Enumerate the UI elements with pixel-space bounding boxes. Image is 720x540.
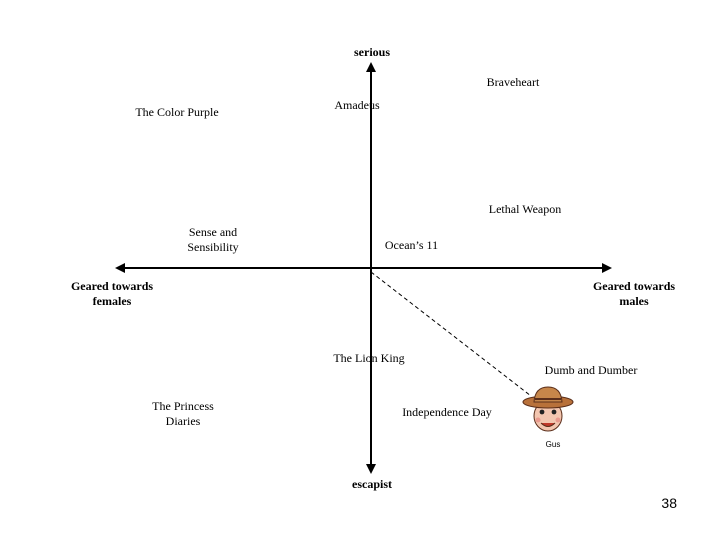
axis-label-females: Geared towards females <box>70 279 154 308</box>
movie-dumb-and-dumber: Dumb and Dumber <box>544 363 638 377</box>
movie-braveheart: Braveheart <box>486 75 540 89</box>
page-number: 38 <box>661 495 677 511</box>
axis-label-males: Geared towards males <box>592 279 676 308</box>
movie-lethal-weapon: Lethal Weapon <box>488 202 562 216</box>
sense-line-2: Sensibility <box>187 240 239 254</box>
axis-label-escapist: escapist <box>352 477 392 491</box>
movie-amadeus: Amadeus <box>334 98 380 112</box>
movie-color-purple: The Color Purple <box>135 105 219 119</box>
movie-princess-diaries: The Princess Diaries <box>138 399 228 429</box>
cowboy-avatar-icon <box>522 386 574 432</box>
movie-sense-and-sensibility: Sense and Sensibility <box>173 225 253 255</box>
user-name-label: Gus <box>545 440 561 449</box>
dashed-preference-line <box>370 271 532 397</box>
princess-line-1: The Princess <box>152 399 214 413</box>
movie-oceans-11: Ocean’s 11 <box>384 238 439 252</box>
movie-lion-king: The Lion King <box>333 351 405 365</box>
movie-independence-day: Independence Day <box>402 405 492 419</box>
axis-label-serious: serious <box>354 45 390 59</box>
sense-line-1: Sense and <box>188 225 238 239</box>
princess-line-2: Diaries <box>165 414 201 428</box>
